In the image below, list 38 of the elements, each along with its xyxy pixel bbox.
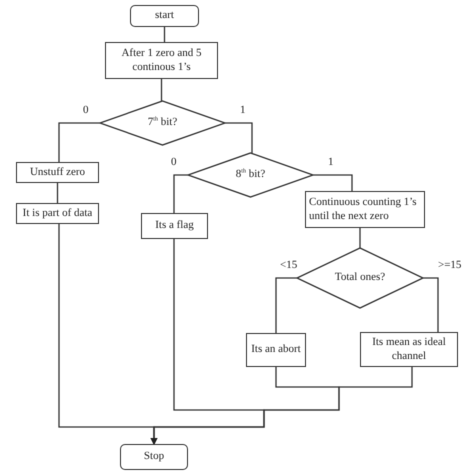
process-box (16, 162, 99, 183)
edge-label: 0 (82, 105, 90, 116)
connector-line (275, 277, 297, 333)
connector-line (164, 27, 166, 42)
process-box (246, 333, 306, 367)
terminal-box (120, 444, 188, 470)
step-text: Unstuff zero (30, 166, 86, 180)
edge-label: <15 (279, 260, 298, 271)
decision-text: 7$^{th}$ bit? (148, 116, 178, 130)
edge-label: >=15 (437, 260, 462, 271)
connector-line (56, 183, 58, 203)
step-text: Its a flag (155, 219, 194, 233)
edge-label: 1 (327, 157, 334, 168)
connector-line (58, 122, 100, 162)
decision-text: 8$^{th}$ bit? (236, 168, 266, 182)
connector-line (225, 122, 253, 153)
decision-text: Total ones? (334, 271, 386, 285)
connector-line (423, 277, 439, 332)
step-text: Its an abort (251, 343, 301, 357)
edge-label: 0 (170, 157, 178, 168)
process-box (141, 213, 208, 239)
connector-line (359, 228, 361, 248)
terminal-box (130, 5, 199, 27)
process-box (105, 42, 218, 79)
step-text: Its mean as ideal channel (371, 336, 447, 364)
process-box (305, 191, 425, 228)
connector-line (160, 79, 162, 101)
step-text: It is part of data (22, 206, 92, 220)
step-text: After 1 zero and 5 continous 1’s (120, 46, 203, 74)
process-box (16, 203, 99, 224)
step-text: Continuous counting 1’s until the next zero (309, 196, 418, 224)
edge-label: 1 (239, 105, 246, 116)
connector-line (173, 174, 188, 213)
step-text: start (155, 9, 174, 23)
arrow (150, 367, 413, 445)
step-text: Stop (144, 450, 164, 464)
process-box (360, 332, 458, 367)
connector-line (313, 174, 353, 191)
